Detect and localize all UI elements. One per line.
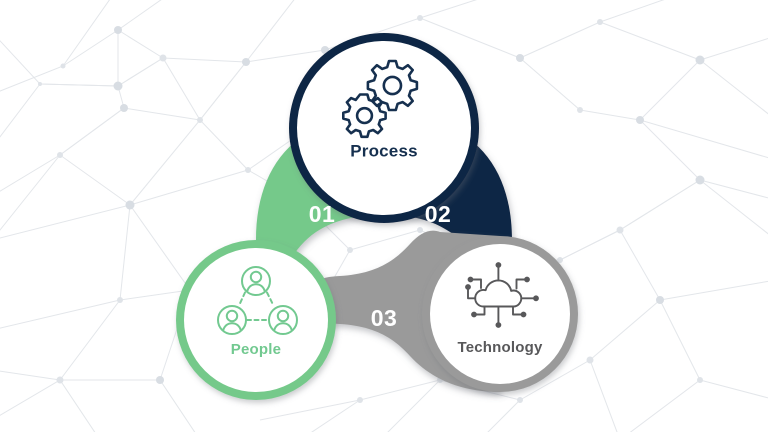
ring-process-inner bbox=[297, 41, 471, 215]
ring-technology-inner bbox=[430, 244, 570, 384]
people-network-icon bbox=[217, 266, 298, 335]
cloud-network-icon bbox=[465, 262, 539, 328]
ring-process[interactable] bbox=[289, 33, 479, 223]
ring-title-technology: Technology bbox=[457, 339, 543, 356]
ring-title-people: People bbox=[231, 341, 281, 358]
gears-icon bbox=[342, 59, 419, 139]
ring-technology[interactable] bbox=[422, 236, 578, 392]
number-label-01: 01 bbox=[309, 201, 336, 227]
number-label-02: 02 bbox=[425, 201, 452, 227]
ring-title-process: Process bbox=[350, 141, 418, 160]
number-label-03: 03 bbox=[371, 305, 398, 331]
